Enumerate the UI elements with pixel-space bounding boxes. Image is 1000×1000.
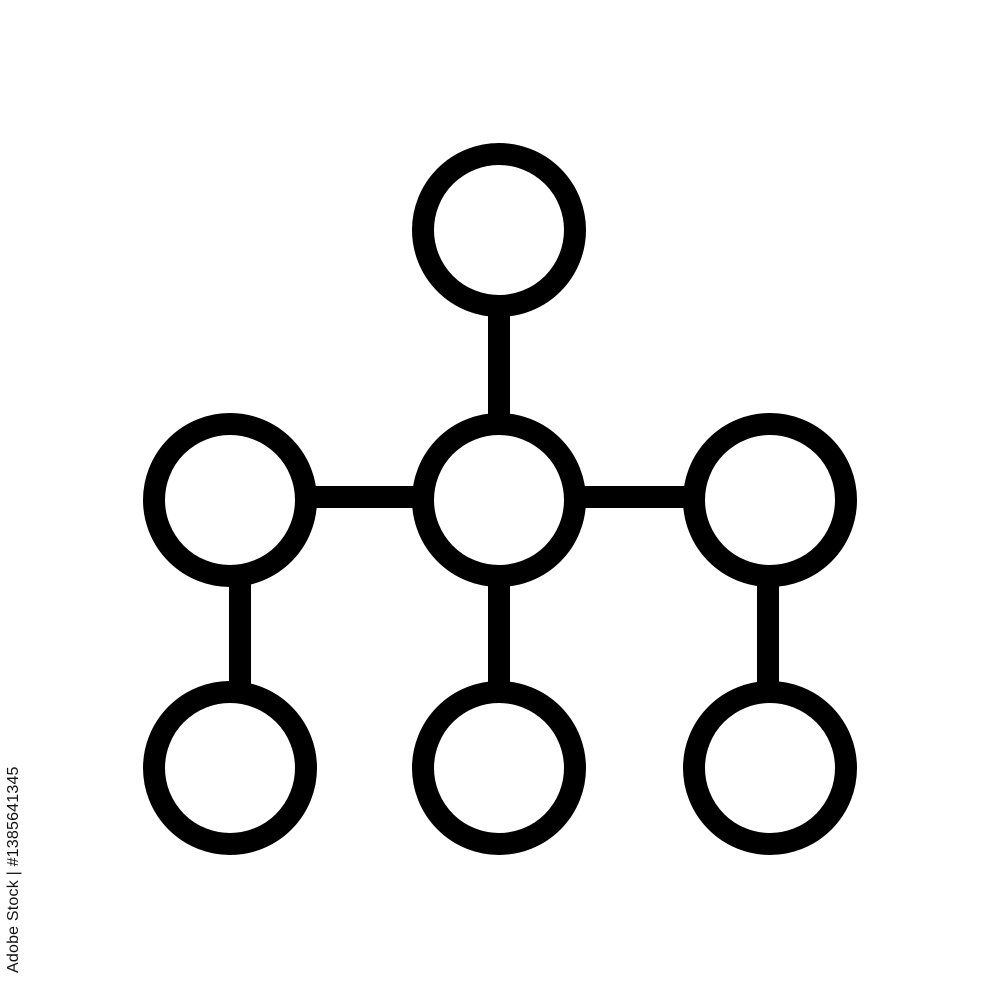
node-bottom-left [143, 681, 317, 855]
node-top [412, 143, 586, 317]
node-bottom-center [412, 681, 586, 855]
node-middle-center [412, 413, 586, 587]
node-middle-left [143, 413, 317, 587]
node-middle-right [683, 413, 857, 587]
node-bottom-right [683, 681, 857, 855]
stock-id-watermark: Adobe Stock | #1385641345 [5, 766, 22, 973]
